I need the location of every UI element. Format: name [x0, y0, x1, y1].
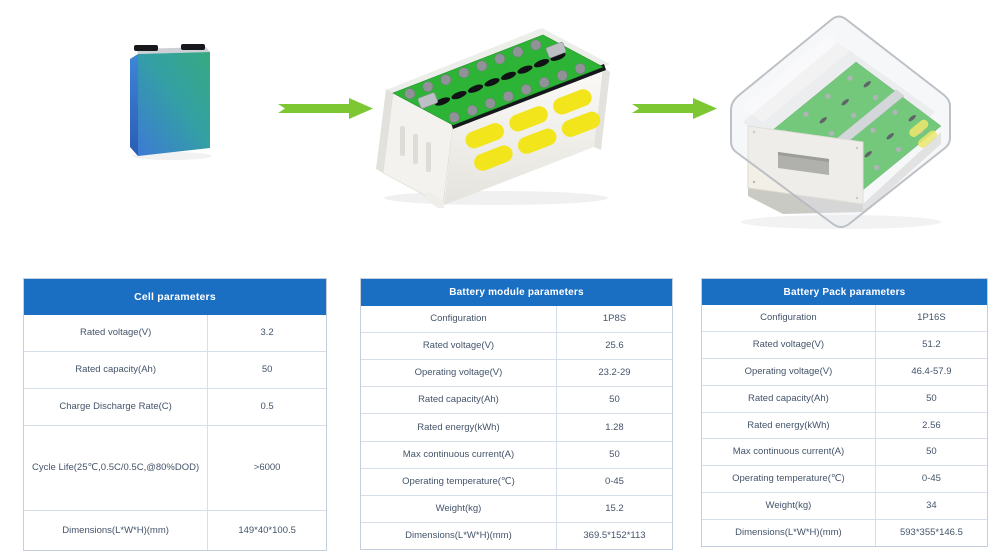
param-label: Rated voltage(V) — [361, 333, 557, 360]
table-row: Rated voltage(V) 25.6 — [361, 332, 672, 360]
param-value: 50 — [609, 448, 620, 460]
param-value: 2.56 — [922, 419, 941, 431]
param-label: Operating voltage(V) — [702, 358, 876, 385]
param-value: 15.2 — [605, 502, 624, 514]
param-value: 50 — [609, 394, 620, 406]
param-value: 50 — [261, 364, 273, 376]
param-label: Operating voltage(V) — [361, 360, 557, 387]
param-label: Operating temperature(℃) — [702, 466, 876, 493]
table-title: Cell parameters — [24, 279, 326, 315]
battery-module-parameters-table: Battery module parameters Configuration 1… — [360, 278, 673, 550]
battery-pack-parameters-table: Battery Pack parameters Configuration 1P1… — [701, 278, 988, 547]
param-value: 149*40*100.5 — [238, 524, 296, 536]
table-row: Rated voltage(V) 51.2 — [702, 330, 987, 358]
table-row: Rated capacity(Ah) 50 — [361, 386, 672, 414]
table-row: Weight(kg) 34 — [702, 492, 987, 520]
param-value: 0-45 — [921, 473, 941, 485]
param-value: 1.28 — [605, 421, 624, 433]
param-value: 1P16S — [917, 312, 946, 323]
param-label: Rated capacity(Ah) — [702, 385, 876, 412]
param-value: 593*355*146.5 — [899, 527, 963, 539]
param-value: >6000 — [253, 462, 281, 474]
table-row: Rated energy(kWh) 2.56 — [702, 411, 987, 439]
table-title: Battery Pack parameters — [702, 279, 987, 305]
param-label: Rated energy(kWh) — [361, 414, 557, 441]
table-row: Operating voltage(V) 46.4-57.9 — [702, 357, 987, 385]
table-row: Operating temperature(℃) 0-45 — [361, 467, 672, 495]
param-label: Operating temperature(℃) — [361, 468, 557, 495]
table-row: Configuration 1P16S — [702, 305, 987, 331]
param-value: 25.6 — [605, 340, 624, 352]
table-row: Charge Discharge Rate(C) 0.5 — [24, 388, 326, 426]
param-label: Max continuous current(A) — [361, 441, 557, 468]
param-value: 1P8S — [602, 313, 627, 325]
param-label: Dimensions(L*W*H)(mm) — [24, 511, 209, 550]
param-label: Max continuous current(A) — [702, 439, 876, 466]
param-value: 51.2 — [922, 338, 941, 350]
param-value: 369.5*152*113 — [583, 529, 646, 541]
param-label: Rated voltage(V) — [24, 315, 209, 352]
table-row: Rated energy(kWh) 1.28 — [361, 413, 672, 441]
param-value: 0-45 — [604, 475, 624, 487]
battery-cell-image — [130, 44, 212, 160]
param-label: Charge Discharge Rate(C) — [24, 389, 209, 426]
param-label: Rated capacity(Ah) — [24, 352, 209, 389]
battery-pack-image — [730, 15, 951, 229]
param-label: Rated capacity(Ah) — [361, 387, 557, 414]
table-row: Dimensions(L*W*H)(mm) 369.5*152*113 — [361, 521, 672, 549]
param-label: Cycle Life(25℃,0.5C/0.5C,@80%DOD) — [24, 426, 209, 511]
param-label: Configuration — [702, 305, 876, 331]
param-value: 50 — [926, 446, 937, 458]
battery-module-image — [376, 28, 610, 208]
table-row: Max continuous current(A) 50 — [361, 440, 672, 468]
param-label: Rated voltage(V) — [702, 331, 876, 358]
param-value: 23.2-29 — [598, 367, 631, 379]
param-label: Dimensions(L*W*H)(mm) — [702, 520, 876, 547]
table-row: Rated capacity(Ah) 50 — [702, 384, 987, 412]
param-value: 46.4-57.9 — [911, 365, 952, 377]
assembly-flow — [0, 0, 1000, 262]
param-label: Rated energy(kWh) — [702, 412, 876, 439]
param-value: 0.5 — [260, 401, 274, 413]
table-row: Cycle Life(25℃,0.5C/0.5C,@80%DOD) >6000 — [24, 425, 326, 511]
table-row: Rated capacity(Ah) 50 — [24, 351, 326, 389]
table-row: Max continuous current(A) 50 — [702, 438, 987, 466]
param-value: 34 — [926, 500, 937, 512]
arrow-right-icon — [278, 98, 373, 119]
table-row: Dimensions(L*W*H)(mm) 593*355*146.5 — [702, 519, 987, 547]
param-label: Dimensions(L*W*H)(mm) — [361, 522, 557, 549]
table-row: Rated voltage(V) 3.2 — [24, 315, 326, 352]
param-label: Weight(kg) — [702, 493, 876, 520]
table-row: Dimensions(L*W*H)(mm) 149*40*100.5 — [24, 510, 326, 550]
table-row: Operating temperature(℃) 0-45 — [702, 465, 987, 493]
param-value: 3.2 — [260, 327, 274, 339]
param-label: Configuration — [361, 306, 557, 333]
param-label: Weight(kg) — [361, 495, 557, 522]
table-row: Configuration 1P8S — [361, 306, 672, 333]
table-row: Operating voltage(V) 23.2-29 — [361, 359, 672, 387]
param-value: 50 — [926, 392, 937, 404]
arrow-right-icon — [632, 98, 717, 119]
table-title: Battery module parameters — [361, 279, 672, 306]
table-row: Weight(kg) 15.2 — [361, 494, 672, 522]
